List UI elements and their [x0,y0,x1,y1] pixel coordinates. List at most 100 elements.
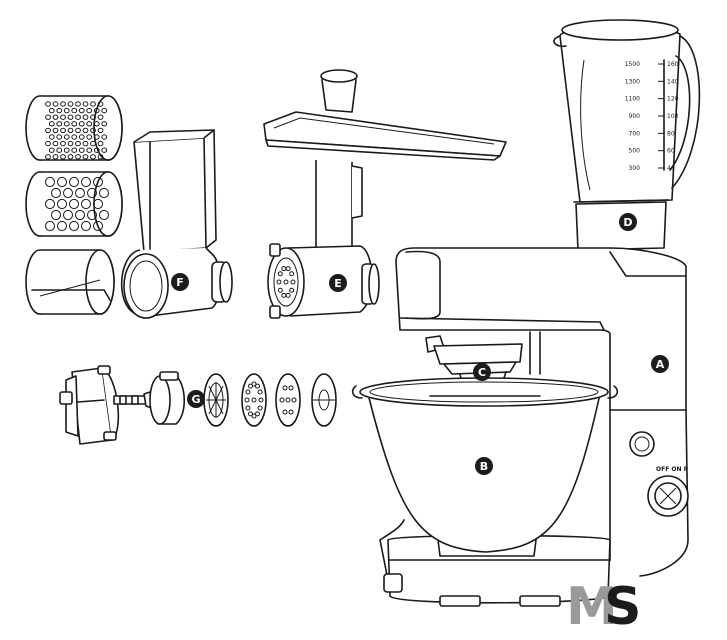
drum-hole [69,220,79,232]
drum-hole [75,101,81,107]
drum-hole [60,114,66,120]
drum-hole [51,187,61,199]
drum-hole [82,140,89,147]
plate-hole [255,411,260,417]
drum-hole [56,134,63,140]
drum-hole [48,107,55,114]
drum-hole [45,114,51,120]
jug-scale-ml: 700 [629,130,641,137]
jug-scale-ml: 900 [629,113,641,120]
plate-hole [277,271,283,277]
drum-hole [45,220,55,232]
drum-hole [67,140,74,147]
jug-scale-ml: 1100 [625,96,640,103]
drum-hole [57,198,67,210]
plate-hole [251,413,257,419]
drum-hole [78,147,85,153]
drum-hole [78,121,85,127]
plate-hole [277,287,283,293]
drum-hole [52,154,59,160]
badge-d: D [619,213,637,231]
drum-hole [90,114,96,120]
jug-scale-oz: 100 [667,113,679,120]
drum-hole [87,187,97,199]
drum-hole [75,154,81,160]
drum-hole [48,121,55,127]
drum-hole [45,198,55,210]
drum-hole [71,134,78,140]
label-g: G [191,393,200,406]
plate-hole [244,397,250,403]
drum-hole [75,114,81,120]
grater-drum-coarse [25,171,123,237]
drum-hole [101,107,108,114]
drum-hole [90,140,96,147]
drum-hole [63,121,70,127]
drum-hole [52,127,59,134]
drum-hole [82,101,89,107]
drum-hole [93,107,100,114]
jug-scale-ml: 1500 [625,61,640,68]
drum-hole [90,154,96,160]
badge-a: A [651,355,669,373]
jug-scale-oz: 140 [667,78,679,85]
mincer-parts [59,365,337,445]
drum-hole [99,187,109,199]
plate-hole [283,279,289,285]
plate-hole [288,385,294,391]
plate-hole [289,271,295,277]
drum-hole [97,154,104,160]
drum-hole [45,140,51,147]
drum-hole [86,107,93,114]
plate-hole [255,383,260,389]
drum-hole [97,127,104,134]
drum-hole [86,147,93,153]
drum-hole [82,114,89,120]
label-b: B [480,460,488,473]
jug-scale-oz: 80 [667,130,675,137]
plate-hole [282,409,288,415]
plate-hole [245,405,251,411]
drum-hole [81,176,91,188]
drum-hole [48,147,55,153]
drum-hole [75,187,85,199]
drum-hole [81,220,91,232]
jug-scale-ml: 300 [629,165,641,172]
drum-hole [101,134,108,140]
drum-hole [97,101,104,107]
drum-hole [67,127,74,134]
drum-hole [101,121,108,127]
drum-hole [87,209,97,221]
plate-hole [289,287,295,293]
plate-hole [251,381,257,387]
drum-hole [63,209,73,221]
speed-dial-label: OFF ON P [656,466,689,473]
plate-hole [251,397,257,403]
drum-hole [57,220,67,232]
drum-hole [97,140,104,147]
plate-hole [245,389,251,395]
drum-hole [93,121,100,127]
drum-hole [69,198,79,210]
drum-hole [93,220,103,232]
drum-hole [69,176,79,188]
drum-hole [63,134,70,140]
label-e: E [334,277,342,290]
drum-hole [60,127,66,134]
drum-hole [63,147,70,153]
drum-hole [86,121,93,127]
drum-hole [52,101,59,107]
plate-hole [248,383,253,389]
drum-hole [75,209,85,221]
drum-hole [48,134,55,140]
drum-hole [101,147,108,153]
badge-c: C [473,363,491,381]
plate-hole [258,397,264,403]
drum-hole [82,154,89,160]
drum-hole [93,147,100,153]
logo-letter-s: S [604,577,641,637]
plate-hole [248,411,253,417]
label-f: F [176,276,184,289]
badge-g: G [187,390,205,408]
